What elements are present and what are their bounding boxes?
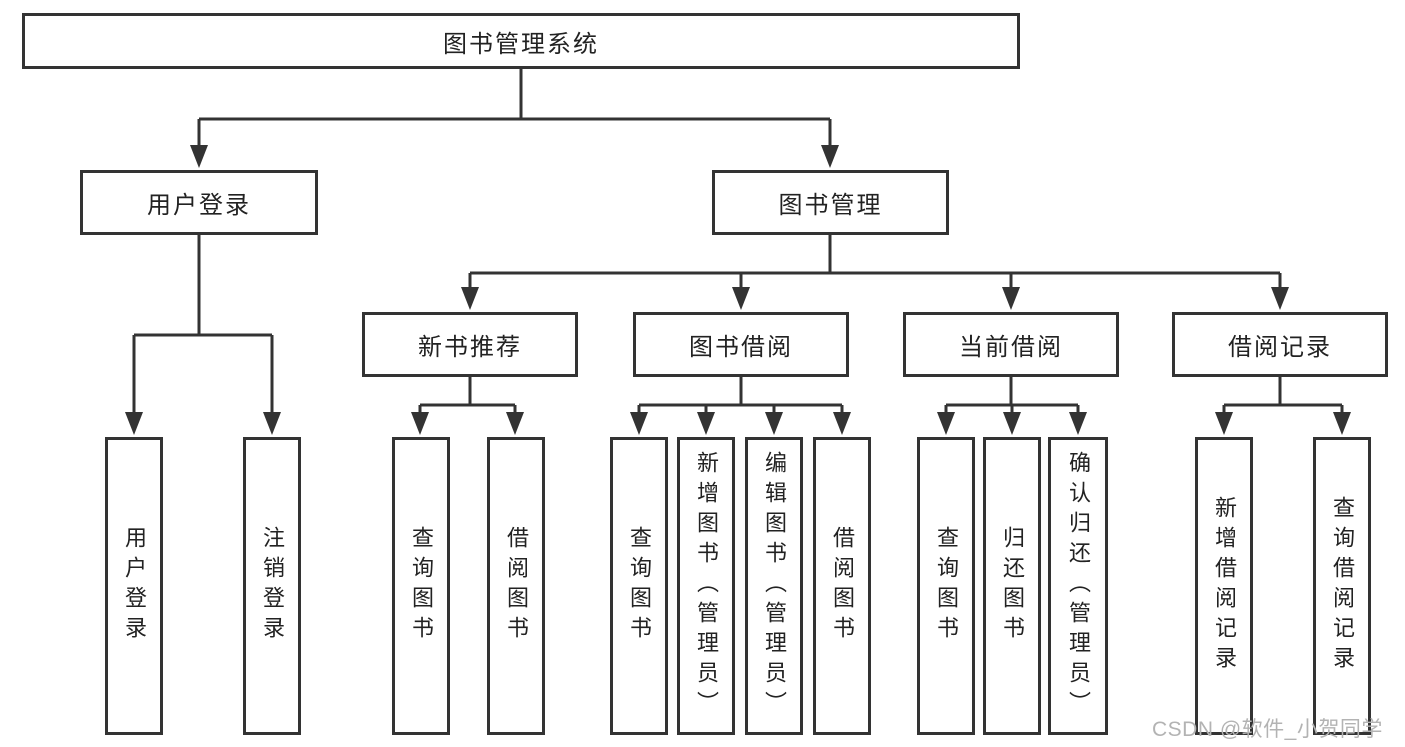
leaf-borrowing-edit-books-admin: 编辑图书（管理员）	[745, 437, 803, 735]
connector-segments	[132, 69, 1344, 417]
arrow-down-icon	[1003, 412, 1021, 435]
node-book-management: 图书管理	[712, 170, 949, 235]
leaf-borrowing-query-books: 查询图书	[610, 437, 668, 735]
arrow-down-icon	[937, 412, 955, 435]
arrow-down-icon	[506, 412, 524, 435]
arrow-down-icon	[1002, 287, 1020, 310]
node-new-book-recommend: 新书推荐	[362, 312, 578, 377]
leaf-records-query-borrow-record: 查询借阅记录	[1313, 437, 1371, 735]
node-user-login: 用户登录	[80, 170, 318, 235]
leaf-borrowing-borrow-books: 借阅图书	[813, 437, 871, 735]
node-current-borrowing: 当前借阅	[903, 312, 1119, 377]
csdn-watermark: CSDN @软件_小贺同学	[1152, 718, 1383, 741]
leaf-records-add-borrow-record: 新增借阅记录	[1195, 437, 1253, 735]
arrow-down-icon	[1215, 412, 1233, 435]
arrowhead-icons	[125, 145, 1351, 435]
arrow-down-icon	[411, 412, 429, 435]
node-library-management-system: 图书管理系统	[22, 13, 1020, 69]
arrow-down-icon	[765, 412, 783, 435]
arrow-down-icon	[1271, 287, 1289, 310]
arrow-down-icon	[833, 412, 851, 435]
arrow-down-icon	[821, 145, 839, 168]
leaf-logout-login: 注销登录	[243, 437, 301, 735]
arrow-down-icon	[461, 287, 479, 310]
arrow-down-icon	[1333, 412, 1351, 435]
leaf-current-return-books: 归还图书	[983, 437, 1041, 735]
leaf-recommend-borrow-books: 借阅图书	[487, 437, 545, 735]
leaf-current-query-books: 查询图书	[917, 437, 975, 735]
leaf-recommend-query-books: 查询图书	[392, 437, 450, 735]
leaf-user-login: 用户登录	[105, 437, 163, 735]
node-book-borrowing: 图书借阅	[633, 312, 849, 377]
leaf-current-confirm-return-admin: 确认归还（管理员）	[1048, 437, 1108, 735]
arrow-down-icon	[263, 412, 281, 435]
arrow-down-icon	[125, 412, 143, 435]
leaf-borrowing-add-books-admin: 新增图书（管理员）	[677, 437, 735, 735]
arrow-down-icon	[190, 145, 208, 168]
arrow-down-icon	[732, 287, 750, 310]
arrow-down-icon	[1069, 412, 1087, 435]
arrow-down-icon	[630, 412, 648, 435]
arrow-down-icon	[697, 412, 715, 435]
node-borrow-records: 借阅记录	[1172, 312, 1388, 377]
